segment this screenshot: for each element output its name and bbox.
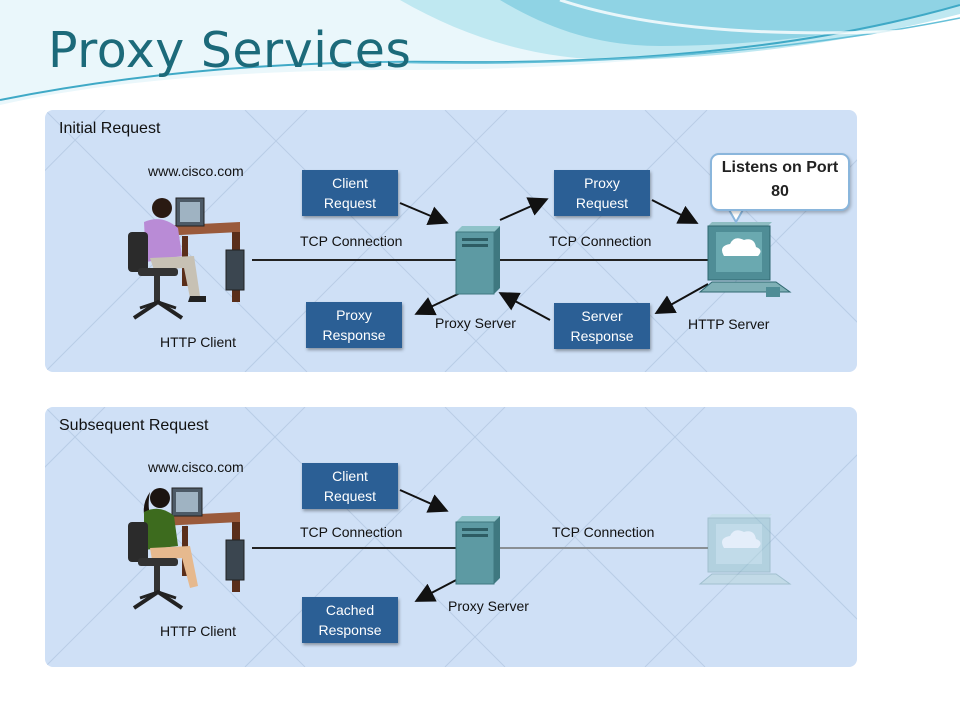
box-line: Request	[323, 195, 377, 211]
http-client-label: HTTP Client	[160, 623, 236, 639]
tcp-connection-label: TCP Connection	[300, 524, 403, 540]
proxy-response-arrow	[414, 292, 461, 316]
box-line: Client	[332, 175, 368, 191]
http-client-workstation-icon	[128, 197, 245, 320]
port-callout: Listens on Port 80	[710, 153, 850, 211]
subsequent-request-panel: Subsequent Request	[45, 407, 857, 667]
proxy-server-label: Proxy Server	[435, 315, 516, 331]
slide-title: Proxy Services	[48, 22, 412, 79]
initial-request-heading: Initial Request	[59, 120, 161, 137]
box-line: Request	[323, 488, 377, 504]
subsequent-request-heading: Subsequent Request	[59, 417, 209, 434]
tcp-connection-label: TCP Connection	[552, 524, 655, 540]
box-line: Request	[575, 195, 629, 211]
http-server-icon-inactive	[698, 514, 792, 585]
http-client-label: HTTP Client	[160, 334, 236, 350]
website-label: www.cisco.com	[148, 459, 244, 475]
http-server-label: HTTP Server	[688, 316, 770, 332]
tcp-connection-label: TCP Connection	[300, 233, 403, 249]
proxy-server-icon	[455, 516, 500, 585]
callout-line: Listens on Port	[721, 159, 839, 176]
proxy-server-icon	[455, 226, 500, 295]
cached-response-arrow	[414, 577, 461, 602]
box-line: Proxy	[584, 175, 620, 191]
box-line: Server	[581, 308, 623, 324]
server-response-arrow-out	[498, 292, 551, 321]
proxy-request-arrow-in	[499, 197, 549, 221]
client-request-arrow	[399, 489, 449, 513]
box-line: Response	[570, 328, 634, 344]
header-swoosh	[0, 0, 960, 105]
tcp-connection-label: TCP Connection	[549, 233, 652, 249]
box-line: Cached	[325, 602, 375, 618]
website-label: www.cisco.com	[148, 163, 244, 179]
proxy-request-arrow-out	[651, 199, 699, 224]
proxy-server-label: Proxy Server	[448, 598, 529, 614]
http-server-icon	[698, 222, 792, 297]
box-line: Client	[332, 468, 368, 484]
box-line: Proxy	[336, 307, 372, 323]
box-line: Response	[318, 622, 382, 638]
callout-line: 80	[771, 183, 789, 200]
client-request-arrow	[399, 202, 449, 225]
server-response-arrow-in	[654, 283, 709, 314]
http-client-workstation-icon	[128, 487, 245, 610]
box-line: Response	[322, 327, 386, 343]
